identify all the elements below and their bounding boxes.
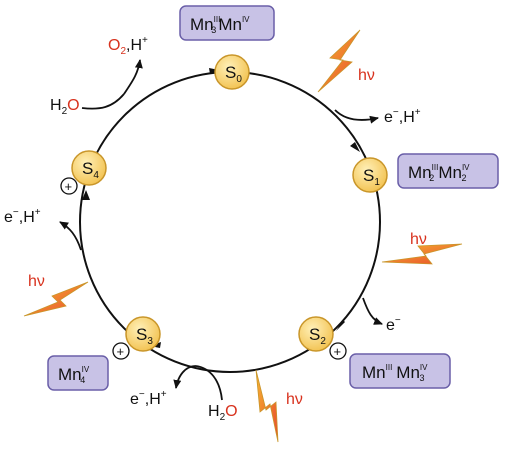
svg-text:S1: S1 [363, 166, 380, 188]
svg-text:hν: hν [28, 273, 45, 290]
arrow-release-e-h-s3 [59, 221, 82, 251]
svg-text:+: + [117, 344, 125, 359]
charge-plus-icon [329, 342, 347, 360]
label-e-h-s2: e−,H+ [130, 389, 167, 408]
lightning-icon [317, 29, 361, 93]
arrow-release-e-s1 [362, 297, 383, 325]
light-bolt-s1-s2: hν [381, 231, 463, 265]
arrow-release-e-h-s2 [173, 365, 197, 389]
label-water-s4: H2O [50, 97, 80, 117]
state-s0: S0 [214, 54, 250, 90]
ring-arrow-s3-s4 [82, 190, 90, 200]
state-s1: S1 [352, 157, 388, 193]
arrow-release-e-h-s0 [334, 109, 379, 124]
svg-text:S0: S0 [225, 63, 242, 85]
cycle-ring [79, 71, 381, 373]
ring-arrow-s0-s1 [350, 142, 360, 152]
svg-text:hν: hν [286, 391, 303, 408]
lightning-icon [255, 369, 279, 443]
state-s4: S4 + [60, 150, 107, 195]
light-bolt-s3-s4: hν [23, 273, 89, 317]
arrow-water-in-s2 [195, 365, 223, 401]
label-e-s1: e− [386, 315, 401, 334]
state-s3: S3 + [112, 316, 161, 360]
charge-plus-icon [112, 342, 130, 360]
arrow-water-in-s4 [81, 93, 125, 110]
ring-arrow-s1-s2 [336, 320, 345, 331]
light-bolt-s2-s3: hν [255, 369, 303, 443]
svg-text:S4: S4 [82, 159, 99, 181]
state-s2: S2 + [298, 316, 347, 360]
svg-text:S2: S2 [309, 325, 326, 347]
label-o2-h: O2,H+ [108, 35, 148, 57]
label-e-h-s0: e−,H+ [384, 107, 421, 126]
light-bolt-s0-s1: hν [317, 29, 375, 93]
svg-text:S3: S3 [136, 325, 153, 347]
charge-plus-icon [60, 177, 78, 195]
label-water-s2: H2O [208, 403, 238, 423]
svg-text:+: + [334, 344, 342, 359]
lightning-icon [381, 243, 463, 265]
arrow-release-o2 [123, 59, 143, 95]
lightning-icon [23, 281, 89, 317]
svg-text:+: + [65, 179, 73, 194]
label-e-h-s3: e−,H+ [4, 207, 41, 226]
svg-text:hν: hν [358, 67, 375, 84]
svg-text:hν: hν [410, 231, 427, 248]
